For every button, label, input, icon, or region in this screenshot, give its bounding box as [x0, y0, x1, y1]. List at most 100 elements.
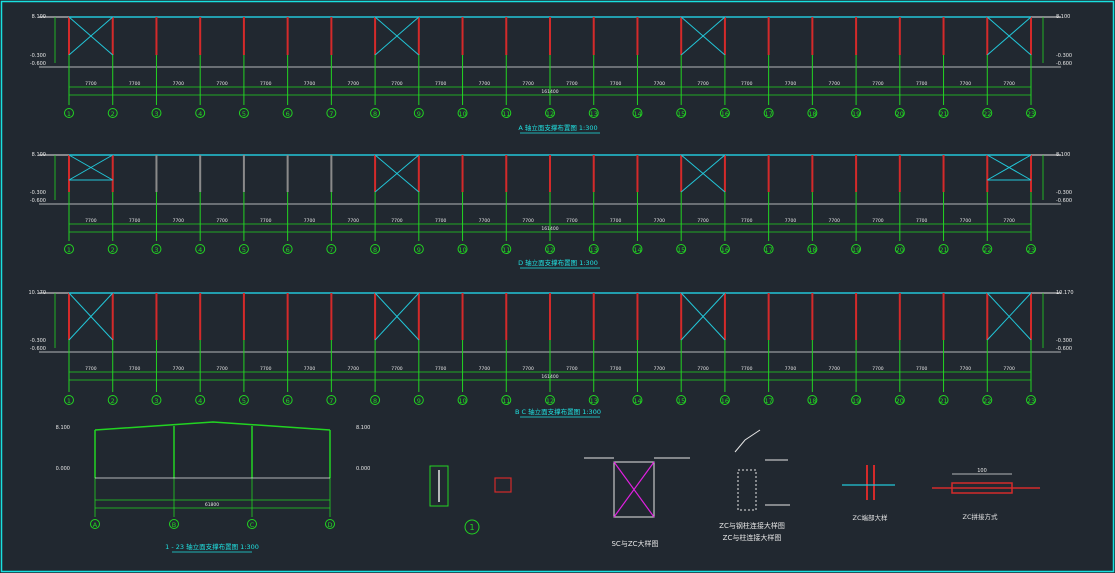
axis-label: 20 — [896, 397, 904, 405]
axis-label: 17 — [764, 397, 772, 405]
section-axis-label: A — [93, 521, 98, 529]
elevation-level-right: -0.300 — [1056, 53, 1072, 59]
bay-dimension-label: 7700 — [216, 81, 228, 87]
axis-bubble — [938, 244, 949, 254]
bay-dimension-label: 7700 — [610, 218, 622, 224]
axis-bubble — [851, 395, 862, 405]
axis-label: 3 — [154, 110, 158, 118]
axis-label: 16 — [721, 246, 729, 254]
bay-dimension-label: 7700 — [260, 81, 272, 87]
axis-label: 15 — [677, 110, 685, 118]
bracing-diagonal — [680, 292, 726, 341]
axis-bubble — [719, 395, 730, 405]
axis-bubble — [195, 395, 206, 405]
section-axis-label: C — [250, 521, 255, 529]
details-layer: 1SC与ZC大样图ZC与钢柱连接大样图ZC与柱连接大样图ZC端部大样100ZC拼… — [429, 429, 1040, 548]
axis-bubble — [938, 108, 949, 118]
axis-bubble — [107, 244, 118, 254]
elevation-title: D 轴立面支撑布置图 1:300 — [518, 258, 598, 267]
bay-dimension-label: 7700 — [741, 81, 753, 87]
bay-dimension-label: 7700 — [654, 366, 666, 372]
section-axis-label: B — [172, 521, 176, 529]
axis-bubble — [719, 244, 730, 254]
sc-zc-diagonal — [613, 461, 655, 518]
bay-dimension-label: 7700 — [304, 218, 316, 224]
bay-dimension-label: 7700 — [1003, 81, 1015, 87]
elevation-level-left: -0.600 — [30, 346, 46, 352]
axis-label: 17 — [764, 110, 772, 118]
zc-column-bracket — [734, 429, 761, 453]
axis-bubble — [676, 395, 687, 405]
bay-dimension-label: 7700 — [960, 366, 972, 372]
axis-bubble — [588, 244, 599, 254]
gable-roof — [94, 421, 331, 431]
axis-bubble — [545, 108, 555, 118]
elevation-level-left: -0.600 — [30, 61, 46, 67]
axis-bubble — [1026, 244, 1036, 254]
section-axis-label: D — [327, 521, 332, 529]
axis-bubble — [501, 244, 512, 254]
bay-dimension-label: 7700 — [697, 81, 709, 87]
axis-label: 16 — [721, 110, 729, 118]
axis-label: 16 — [721, 397, 729, 405]
axis-label: 4 — [198, 110, 202, 118]
axis-bubble — [282, 244, 293, 254]
zc-splice-dimension: 100 — [977, 468, 987, 474]
axis-bubble — [501, 395, 512, 405]
elevation-level-right: 8.100 — [1056, 14, 1070, 20]
axis-bubble — [195, 108, 206, 118]
total-dimension-label: 161400 — [541, 89, 558, 95]
axis-bubble — [632, 395, 643, 405]
axis-label: 23 — [1027, 397, 1035, 405]
axis-bubble — [763, 395, 774, 405]
axis-bubble — [982, 108, 993, 118]
bay-dimension-label: 7700 — [960, 81, 972, 87]
axis-label: 15 — [677, 397, 685, 405]
bay-dimension-label: 7700 — [260, 366, 272, 372]
axis-bubble — [894, 108, 905, 118]
axis-label: 2 — [111, 110, 115, 118]
section-level-left: 0.000 — [56, 466, 70, 472]
axis-label: 19 — [852, 246, 860, 254]
bay-dimension-label: 7700 — [654, 81, 666, 87]
sc-zc-frame — [613, 461, 655, 518]
axis-label: 18 — [808, 246, 816, 254]
axis-bubble — [413, 244, 424, 254]
axis-label: 13 — [590, 246, 598, 254]
axis-label: 22 — [983, 397, 991, 405]
axis-label: 8 — [373, 246, 377, 254]
axis-bubble — [370, 244, 381, 254]
node-mark-circle — [464, 519, 480, 535]
section-level-right: 0.000 — [356, 466, 370, 472]
axis-label: 6 — [286, 246, 290, 254]
axis-bubble — [851, 244, 862, 254]
axis-bubble — [676, 244, 687, 254]
bay-dimension-label: 7700 — [1003, 218, 1015, 224]
axis-label: 4 — [198, 246, 202, 254]
section-level-right: 8.100 — [356, 425, 370, 431]
axis-label: 4 — [198, 397, 202, 405]
bracing-diagonal — [374, 292, 420, 341]
elevation-level-left: -0.300 — [30, 338, 46, 344]
axis-label: 12 — [546, 246, 554, 254]
axis-label: 8 — [373, 397, 377, 405]
axis-bubble — [64, 395, 74, 405]
bay-dimension-label: 7700 — [129, 366, 141, 372]
bay-dimension-label: 7700 — [479, 218, 491, 224]
axis-bubble — [545, 244, 555, 254]
elevation-level-right: -0.600 — [1056, 198, 1072, 204]
bay-dimension-label: 7700 — [435, 81, 447, 87]
bay-dimension-label: 7700 — [566, 81, 578, 87]
axis-bubble — [501, 108, 512, 118]
bay-dimension-label: 7700 — [916, 218, 928, 224]
axis-bubble — [457, 395, 468, 405]
axis-bubble — [1026, 395, 1036, 405]
node-mark-label: 1 — [469, 523, 474, 532]
elevation-level-right: -0.300 — [1056, 338, 1072, 344]
elevation-level-left: 10.170 — [29, 290, 47, 296]
bay-dimension-label: 7700 — [522, 81, 534, 87]
bay-dimension-label: 7700 — [348, 366, 360, 372]
